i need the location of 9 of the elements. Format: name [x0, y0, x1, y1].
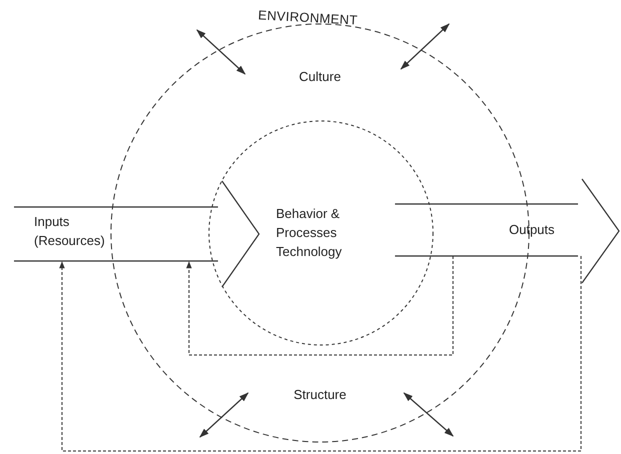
core-label: Behavior & Processes Technology — [276, 205, 343, 261]
core-circle — [208, 120, 434, 346]
ring-label: Culture — [298, 68, 342, 86]
flow-label: Outputs — [509, 221, 555, 239]
feedback-arrow — [186, 256, 454, 356]
environment-label: ENVIRONMENT — [258, 6, 358, 30]
ring-label: Structure — [292, 386, 348, 404]
feedback-arrow — [59, 256, 582, 452]
flow-label: Inputs (Resources) — [34, 213, 106, 250]
